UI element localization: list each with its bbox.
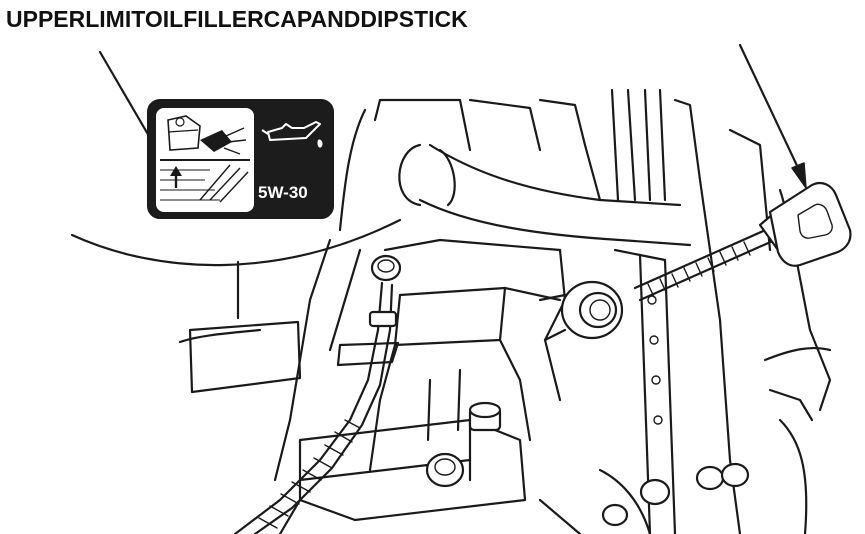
magnified-callout [70, 218, 402, 394]
leader-arrow-right [738, 43, 807, 189]
oil-filler-neck [538, 280, 624, 342]
figure-caption: UPPERLIMITOILFILLERCAPANDDIPSTICK [6, 6, 468, 32]
bolt-center [468, 401, 502, 432]
dipstick [633, 181, 852, 302]
oil-decal: 5W-30 [147, 99, 334, 219]
dipstick-handle [758, 181, 852, 267]
bolt-top-left [370, 254, 402, 282]
engine-body [273, 88, 832, 534]
oil-level-upper-limit-icon [156, 108, 254, 212]
corrugated-hose [233, 281, 398, 534]
bolt-lower-left [425, 452, 465, 488]
oil-grade-label: 5W-30 [258, 183, 308, 202]
bolt-bottom-right [601, 462, 750, 527]
oil-can-icon [261, 121, 323, 148]
